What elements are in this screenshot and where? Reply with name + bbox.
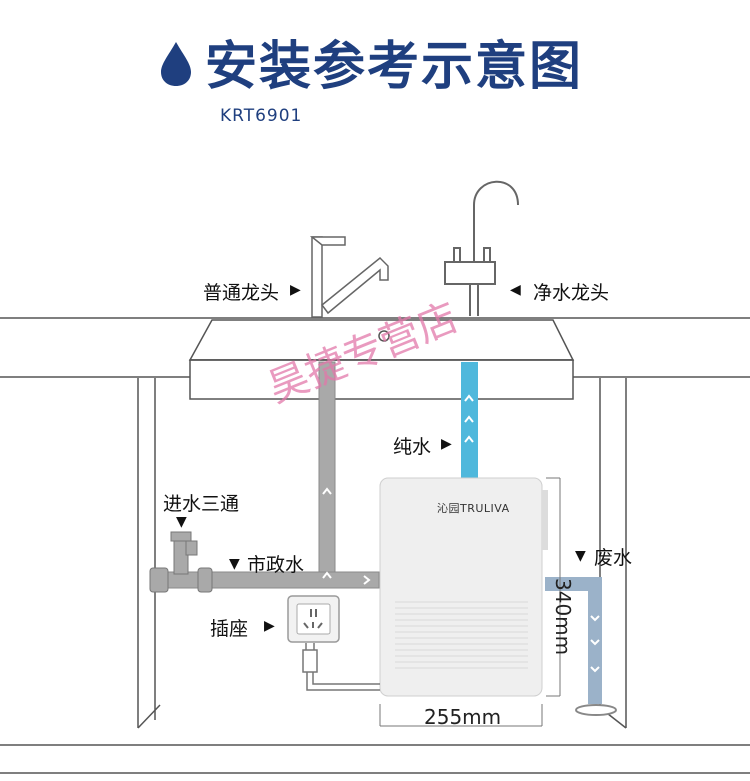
width-dimension: 255mm xyxy=(424,705,502,729)
arrow-left-icon: ◀ xyxy=(510,282,521,298)
arrow-down-icon: ▼ xyxy=(176,514,187,530)
pure-water-pipe xyxy=(461,362,478,478)
purified-faucet xyxy=(444,180,519,316)
power-cord xyxy=(302,643,380,691)
waste-water-label: 废水 xyxy=(594,547,633,569)
arrow-down-icon: ▼ xyxy=(575,548,586,564)
regular-faucet-label: 普通龙头 xyxy=(203,282,280,304)
arrow-right-icon: ▶ xyxy=(441,436,452,452)
brand-logo: 沁园TRULIVA xyxy=(437,502,510,515)
arrow-right-icon: ▶ xyxy=(264,618,275,634)
page-title: 安装参考示意图 xyxy=(205,37,584,97)
municipal-water-label: 市政水 xyxy=(247,554,305,576)
socket xyxy=(287,595,340,643)
arrow-down-icon: ▼ xyxy=(229,556,240,572)
purified-faucet-label: 净水龙头 xyxy=(533,282,610,304)
water-drop-icon xyxy=(161,42,191,86)
sink xyxy=(188,319,575,400)
inlet-tee-label: 进水三通 xyxy=(163,493,240,515)
cabinet-outline xyxy=(0,317,750,774)
model-number: KRT6901 xyxy=(220,106,303,126)
purifier-unit xyxy=(379,477,548,697)
inlet-tee xyxy=(149,531,213,593)
flow-arrows xyxy=(322,394,600,673)
dimension-lines xyxy=(379,477,561,727)
waste-water-pipe xyxy=(545,577,602,704)
height-dimension: 340mm xyxy=(551,578,575,656)
drain xyxy=(575,704,617,716)
socket-label: 插座 xyxy=(210,618,249,640)
arrow-right-icon: ▶ xyxy=(290,282,301,298)
pure-water-label: 纯水 xyxy=(393,436,432,458)
regular-faucet xyxy=(309,236,389,318)
